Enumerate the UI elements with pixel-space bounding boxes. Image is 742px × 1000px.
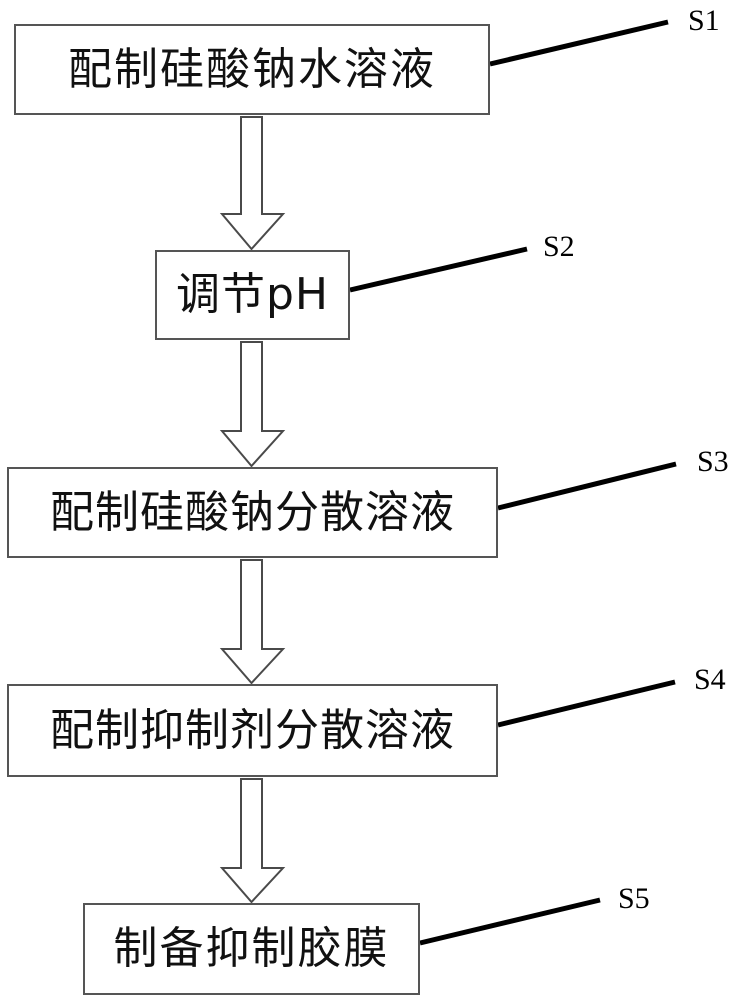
step-tag-s2: S2 [543, 230, 575, 263]
process-node-s1-label: 配制硅酸钠水溶液 [68, 43, 436, 95]
process-node-s2-label: 调节pH [175, 269, 329, 320]
step-tag-s1: S1 [688, 4, 720, 37]
leader-line-s1 [489, 19, 669, 67]
step-tag-s4: S4 [694, 663, 726, 696]
process-node-s2[interactable]: 调节pH [155, 250, 350, 340]
step-tag-s3: S3 [697, 445, 729, 478]
arrow-group-s4-s5 [219, 778, 286, 904]
step-tag-s5: S5 [618, 882, 650, 915]
process-node-s4[interactable]: 配制抑制剂分散溶液 [7, 684, 498, 777]
leader-line-s3 [497, 461, 677, 511]
process-node-s1[interactable]: 配制硅酸钠水溶液 [14, 24, 490, 115]
process-node-s5[interactable]: 制备抑制胶膜 [83, 903, 420, 995]
leader-line-s4 [497, 679, 676, 728]
arrow-group-s3-s4 [219, 559, 286, 685]
process-node-s3[interactable]: 配制硅酸钠分散溶液 [7, 467, 498, 558]
process-node-s4-label: 配制抑制剂分散溶液 [50, 704, 455, 756]
arrow-group-s1-s2 [219, 116, 286, 251]
arrow-group-s2-s3 [219, 341, 286, 468]
process-node-s3-label: 配制硅酸钠分散溶液 [50, 486, 455, 538]
process-node-s5-label: 制备抑制胶膜 [113, 923, 390, 974]
leader-line-s2 [349, 246, 528, 293]
leader-line-s5 [419, 897, 601, 946]
